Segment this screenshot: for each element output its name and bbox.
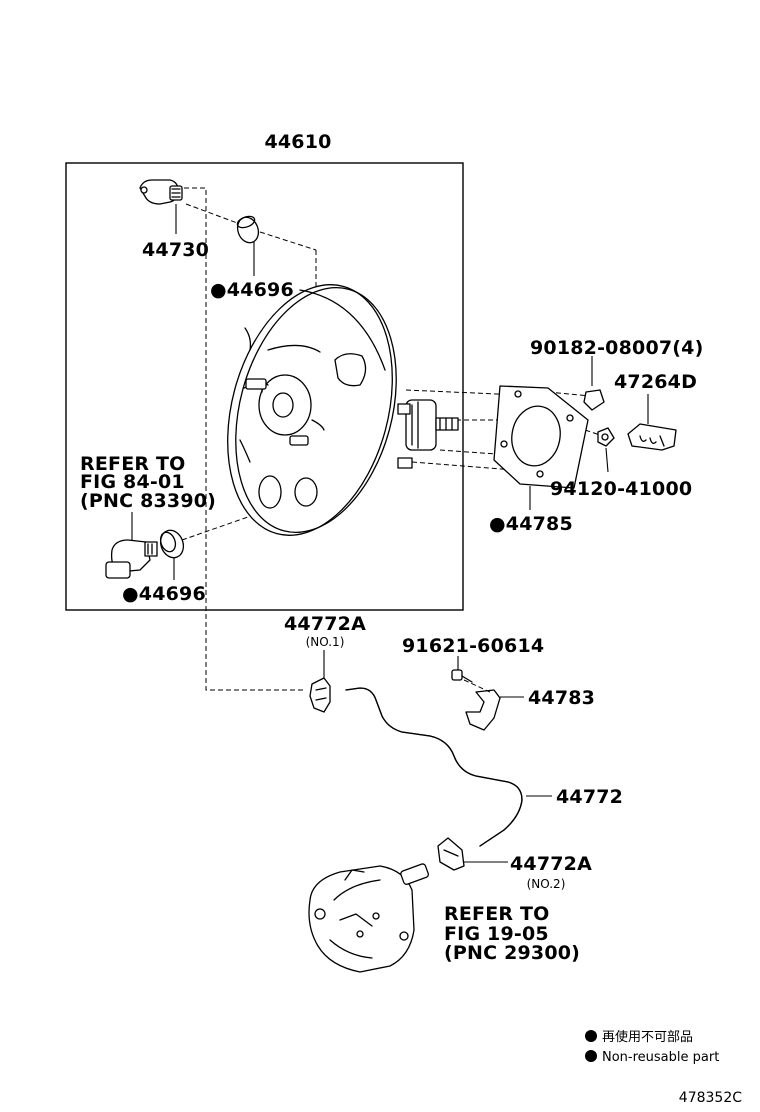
refer-bottom-line3: (PNC 29300) bbox=[444, 942, 580, 964]
legend-zh: 再使用不可部品 bbox=[602, 1029, 693, 1045]
screw-part bbox=[451, 669, 473, 683]
bolt-part bbox=[583, 389, 605, 411]
refer-bottom-line2: FIG 19-05 bbox=[444, 923, 549, 945]
legend-dot-en bbox=[585, 1050, 597, 1062]
label-clamp-no2-note: (NO.2) bbox=[527, 877, 566, 891]
label-assembly: 44610 bbox=[264, 131, 331, 153]
refer-left-line2: FIG 84-01 bbox=[80, 471, 185, 493]
label-bracket-part: 47264D bbox=[614, 371, 697, 393]
label-clamp-no1: 44772A bbox=[284, 613, 366, 635]
nut-part bbox=[597, 427, 615, 447]
gasket-part bbox=[493, 385, 589, 489]
label-check-valve: 44730 bbox=[142, 239, 209, 261]
label-clamp-no1-note: (NO.1) bbox=[306, 635, 345, 649]
diagram-number: 478352C bbox=[679, 1090, 742, 1106]
label-grommet-top: ●44696 bbox=[210, 279, 294, 301]
label-bolt: 90182-08007(4) bbox=[530, 337, 703, 359]
legend: 再使用不可部品 Non-reusable part bbox=[585, 1029, 719, 1065]
label-hose-bracket: 44783 bbox=[528, 687, 595, 709]
clamp-no2-part bbox=[437, 837, 465, 871]
refer-bottom-line1: REFER TO bbox=[444, 903, 550, 925]
label-clamp-no2: 44772A bbox=[510, 853, 592, 875]
refer-left-line3: (PNC 83390) bbox=[80, 490, 216, 512]
grommet-bottom-part bbox=[159, 529, 185, 559]
refer-left-line1: REFER TO bbox=[80, 453, 186, 475]
hose-bracket-part bbox=[463, 679, 501, 731]
vacuum-hose-part bbox=[345, 687, 523, 847]
assembly-frame bbox=[65, 162, 464, 611]
bracket-part bbox=[627, 423, 677, 451]
clamp-no1-part bbox=[309, 677, 331, 713]
label-nut: 94120-41000 bbox=[550, 478, 692, 500]
grommet-top-part bbox=[236, 215, 260, 244]
label-screw: 91621-60614 bbox=[402, 635, 544, 657]
vacuum-sensor-part bbox=[105, 539, 158, 579]
check-valve-part bbox=[139, 179, 183, 205]
legend-dot-zh bbox=[585, 1030, 597, 1042]
label-hose: 44772 bbox=[556, 786, 623, 808]
label-grommet-bottom: ●44696 bbox=[122, 583, 206, 605]
label-gasket: ●44785 bbox=[489, 513, 573, 535]
brake-booster-body bbox=[227, 284, 459, 536]
legend-en: Non-reusable part bbox=[602, 1050, 719, 1065]
vacuum-pump-part bbox=[308, 863, 430, 973]
leader-lines bbox=[131, 204, 649, 863]
